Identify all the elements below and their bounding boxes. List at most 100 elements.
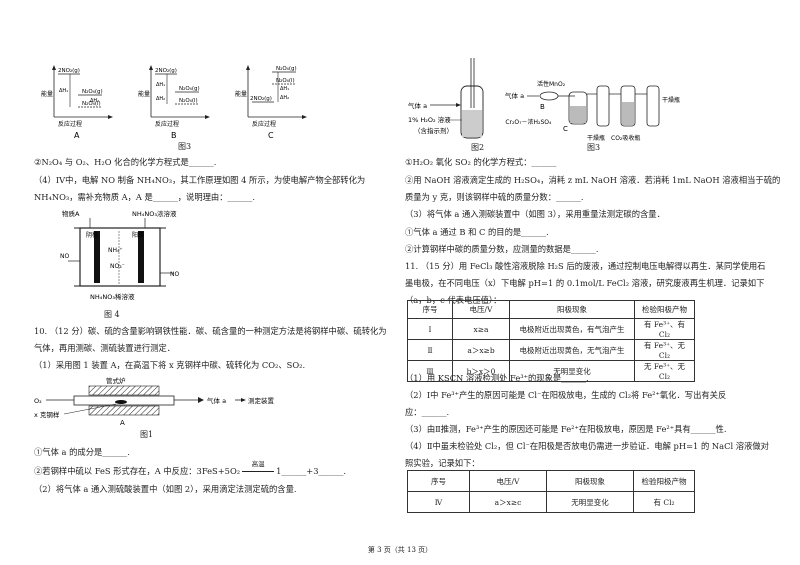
table-cell: x≥a (452, 318, 510, 340)
nh4-label: NH₄⁺ (108, 247, 123, 254)
delta-h2: ΔH₂ (90, 98, 99, 104)
control-experiment-table: 序号 电压/V 阳极现象 检验阳极产物 Ⅳ a＞x≥c 无明显变化 有 Cl₂ (407, 470, 695, 513)
figure-caption: 图3 (178, 142, 192, 151)
figure-caption: 图2 (471, 143, 485, 152)
level-mid: N₂O₄(g) (179, 86, 200, 92)
question-text: ①气体 a 的成分是______. (34, 447, 130, 457)
question-text: （3）由Ⅱ推测，Fe³⁺产生的原因还可能是 Fe²⁺在阳极放电，原因是 Fe²⁺… (405, 424, 727, 434)
tube-furnace-figure: 管式炉 O₂ 气体 a 测定装置 x 克钢样 A (34, 376, 275, 426)
carbon-apparatus-figure: 气体 a 活性MnO₂ B C K₂Cr₂O₇－浓H₂SO₄ 干燥瓶 CO₂吸收… (505, 80, 680, 142)
level-bot: 2NO₂(g) (250, 96, 272, 102)
h2o2-solution-label: 1% H₂O₂ 溶液 (408, 115, 451, 124)
energy-diagrams-figure: 能量 2NO₂(g) N₂O₄(g) N₂O₄(l) ΔH₁ ΔH₂ 反应过程 … (41, 65, 307, 140)
figure-caption: 图1 (140, 430, 154, 439)
table-header-cell: 序号 (407, 470, 470, 492)
question-text: 应：______. (405, 407, 450, 417)
energy-diagram-a: 能量 2NO₂(g) N₂O₄(g) N₂O₄(l) ΔH₁ ΔH₂ 反应过程 … (41, 65, 113, 140)
table-header-cell: 检验阳极产物 (634, 300, 695, 319)
delta-h1: ΔH₁ (59, 88, 68, 94)
table-header-cell: 检验阳极产物 (633, 470, 695, 492)
reagent-label: K₂Cr₂O₇－浓H₂SO₄ (505, 118, 552, 126)
label-b: B (540, 103, 545, 111)
table-cell: 电极附近出现黄色，无气泡产生 (509, 339, 635, 361)
level-top: 2NO₂(g) (155, 68, 177, 74)
level-bot: N₂O₄(l) (179, 98, 198, 104)
table-header-row: 序号 电压/V 阳极现象 检验阳极产物 (407, 470, 695, 492)
equation-suffix: 1______+3______. (276, 466, 347, 476)
x-axis-label: 反应过程 (155, 120, 179, 128)
question-text: NH₄NO₃，需补充物质 A，A 是______，说明理由：______. (34, 192, 256, 202)
table-cell: Ⅱ (407, 339, 453, 361)
equation-prefix: ②若钢样中硫以 FeS 形式存在，A 中反应：3FeS+5O₂ (34, 466, 241, 476)
electrolysis-cell-figure: 物质A NH₄NO₃浓溶液 阴极 阳极 NO NO NH₄⁺ NO₃⁻ NH₄N… (60, 209, 179, 301)
titration-setup-figure: 气体 a 1% H₂O₂ 溶液 （含指示剂） (408, 58, 484, 139)
question-text: （4）IV中，电解 NO 制备 NH₄NO₃，其工作原理如图 4 所示，为使电解… (34, 175, 366, 185)
table-cell: Ⅳ (407, 491, 470, 513)
product-solution-label: NH₄NO₃浓溶液 (132, 209, 177, 218)
question-text: ②用 NaOH 溶液滴定生成的 H₂SO₄，消耗 z mL NaOH 溶液．若消… (405, 175, 781, 185)
sample-label: x 克钢样 (34, 410, 60, 419)
question-text: 10. （12 分）碳、硫的含量影响钢铁性能．碳、硫含量的一种测定方法是将钢样中… (34, 326, 387, 336)
question-text: 气体，再用测碳、测硫装置进行测定． (34, 343, 176, 353)
material-a-label: 物质A (62, 209, 80, 218)
no3-label: NO₃⁻ (110, 263, 125, 270)
figure-caption: 图3 (587, 143, 601, 152)
table-cell: 无 Fe³⁺、无 Cl₂ (634, 360, 695, 382)
level-top: 2NO₂(g) (58, 68, 80, 74)
table-cell: 有 Cl₂ (633, 491, 695, 513)
table-cell: a＞x≥b (452, 339, 510, 361)
table-header-cell: 阳极现象 (509, 300, 635, 319)
level-top: N₂O₄(g) (276, 66, 297, 72)
table-cell: 电极附近出现黄色，有气泡产生 (509, 318, 635, 340)
furnace-label: 管式炉 (106, 376, 126, 385)
dilute-solution-label: NH₄NO₃稀溶液 (90, 292, 135, 301)
electrolysis-results-table: 序号 电压/V 阳极现象 检验阳极产物 Ⅰ x≥a 电极附近出现黄色，有气泡产生… (407, 300, 695, 382)
question-text: （1）采用图 1 装置 A，在高温下将 x 克钢样中碳、硫转化为 CO₂、SO₂… (34, 360, 306, 370)
table-cell: 有 Fe³⁺、有 Cl₂ (634, 318, 695, 340)
question-text: （2）将气体 a 通入测硫酸装置中（如图 2），采用滴定法测定硫的含量. (34, 484, 297, 494)
table-cell: a＞x≥c (469, 491, 547, 513)
energy-axis-label: 能量 (235, 90, 247, 98)
mno2-label: 活性MnO₂ (537, 80, 566, 88)
label-c: C (563, 125, 568, 133)
table-row: Ⅳ a＞x≥c 无明显变化 有 Cl₂ (407, 491, 695, 513)
delta-h1: ΔH₁ (156, 82, 165, 88)
question-text: ②N₂O₄ 与 O₂、H₂O 化合的化学方程式是______. (34, 157, 217, 167)
x-axis-label: 反应过程 (252, 120, 276, 128)
anode-label: 阳极 (132, 231, 144, 239)
table-cell: Ⅲ (407, 360, 453, 382)
question-text: 质量为 y 克，则该钢样中硫的质量分数：______. (405, 192, 584, 202)
figure-caption: 图 4 (104, 310, 120, 319)
gas-a-label: 气体 a (408, 101, 427, 110)
cathode-label: 阴极 (86, 231, 98, 239)
table-cell: 有 Fe³⁺、无 Cl₂ (634, 339, 695, 361)
question-text: 11. （15 分）用 FeCl₃ 酸性溶液脱除 H₂S 后的废液，通过控制电压… (405, 261, 766, 271)
x-axis-label: 反应过程 (58, 120, 82, 128)
energy-axis-label: 能量 (41, 90, 53, 98)
delta-h2: ΔH₂ (280, 95, 289, 101)
gas-a-label: 气体 a (505, 91, 524, 100)
table-row: Ⅱ a＞x≥b 电极附近出现黄色，无气泡产生 有 Fe³⁺、无 Cl₂ (407, 339, 695, 361)
co2-bottle-label: CO₂吸收瓶 (611, 134, 640, 142)
energy-axis-label: 能量 (138, 90, 150, 98)
table-header-cell: 电压/V (452, 300, 510, 319)
diagram-label-c: C (268, 131, 274, 140)
question-text: ②计算钢样中碳的质量分数，应测量的数据是______. (405, 244, 599, 254)
table-cell: 无明显变化 (546, 491, 634, 513)
o2-label: O₂ (34, 397, 42, 405)
no-left-label: NO (60, 253, 69, 260)
level-bot: N₂O₄(l) (82, 101, 101, 107)
question-text: 照实验，记录如下： (405, 458, 480, 468)
table-header-cell: 序号 (407, 300, 453, 319)
table-cell: Ⅰ (407, 318, 453, 340)
diagram-label-b: B (171, 131, 177, 140)
table-row: Ⅰ x≥a 电极附近出现黄色，有气泡产生 有 Fe³⁺、有 Cl₂ (407, 318, 695, 340)
device-label: 测定装置 (248, 396, 275, 405)
question-text: （2）Ⅰ中 Fe³⁺产生的原因可能是 Cl⁻在阳极放电，生成的 Cl₂将 Fe²… (405, 390, 727, 400)
dry-bottle-2-label: 干燥瓶 (662, 96, 680, 104)
delta-h2: ΔH₂ (156, 96, 165, 102)
indicator-label: （含指示剂） (414, 126, 453, 135)
table-row: Ⅲ b＞x＞0 无明显变化 无 Fe³⁺、无 Cl₂ (407, 360, 695, 382)
